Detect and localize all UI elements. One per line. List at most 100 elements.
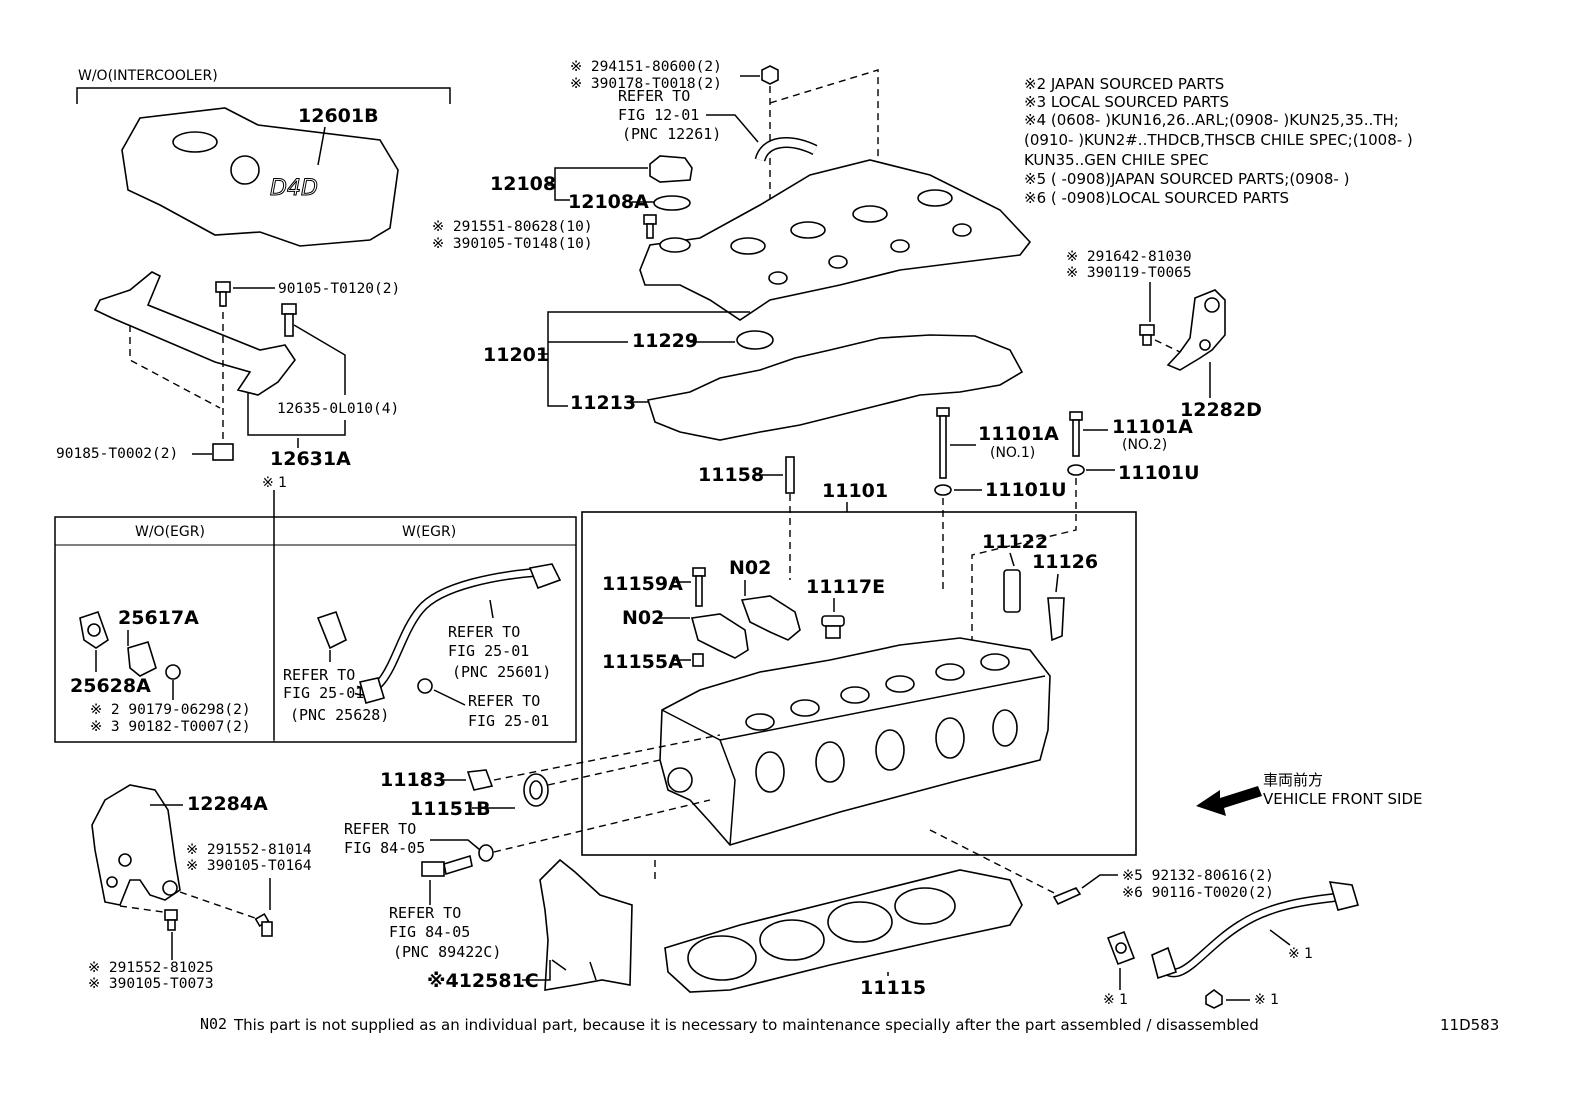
refer-fig12b[interactable]: FIG 12-01 <box>618 106 699 124</box>
label-12631A[interactable]: 12631A <box>270 448 351 470</box>
label-11117E[interactable]: 11117E <box>806 576 885 598</box>
bolt-11159A[interactable] <box>692 567 706 607</box>
label-11101A-2[interactable]: 11101A <box>1112 416 1193 438</box>
refer-fig84a2[interactable]: FIG 84-05 <box>344 839 425 857</box>
legend-note-3: (0910- )KUN2#..THDCB,THSCB CHILE SPEC;(1… <box>1024 131 1413 149</box>
bearing-cap-N02-b[interactable] <box>690 613 749 659</box>
label-12108A[interactable]: 12108A <box>568 191 649 213</box>
bolt-291552-81014[interactable] <box>254 912 273 937</box>
label-291552-81014[interactable]: ※ 291552-81014 <box>186 842 312 858</box>
bolt-90105-T0120[interactable] <box>215 281 231 307</box>
washer-sensor[interactable] <box>478 844 494 862</box>
label-390178[interactable]: ※ 390178-T0018(2) <box>570 76 722 92</box>
egr-refer1c: (PNC 25628) <box>290 706 389 724</box>
stud-11158[interactable] <box>785 456 795 494</box>
washer-11101U-2[interactable] <box>1067 464 1085 476</box>
refer-fig84b2[interactable]: FIG 84-05 <box>389 923 470 941</box>
diagram-id: 11D583 <box>1440 1016 1499 1034</box>
egr-wo-label: W/O(EGR) <box>135 524 205 540</box>
egr-refer2b[interactable]: FIG 25-01 <box>448 642 529 660</box>
label-11183[interactable]: 11183 <box>380 769 446 791</box>
label-11201[interactable]: 11201 <box>483 344 549 366</box>
gasket-12108A[interactable] <box>653 195 691 211</box>
cylinder-head-11101[interactable] <box>659 637 1051 846</box>
label-12635[interactable]: 12635-0L010(4) <box>277 401 399 417</box>
bolt-291551[interactable] <box>643 214 657 239</box>
label-291551[interactable]: ※ 291551-80628(10) <box>432 219 593 235</box>
label-12282D[interactable]: 12282D <box>1180 399 1262 421</box>
label-390105-T0164[interactable]: ※ 390105-T0164 <box>186 858 312 874</box>
oil-filler-cap-12108[interactable] <box>649 155 693 183</box>
label-12601B[interactable]: 12601B <box>298 105 379 127</box>
engine-cover-part[interactable]: D4D <box>121 107 399 247</box>
bolt-11101A-no2[interactable] <box>1069 411 1083 457</box>
label-N02-b[interactable]: N02 <box>622 607 664 629</box>
gasket-25628A[interactable] <box>79 610 109 649</box>
oil-seal-11229[interactable] <box>736 330 774 350</box>
nut-90179[interactable] <box>165 664 181 680</box>
vehicle-front-arrow-icon <box>1196 786 1262 816</box>
label-294151[interactable]: ※ 294151-80600(2) <box>570 59 722 75</box>
mark-1-a: ※ 1 <box>262 475 287 491</box>
label-11229[interactable]: 11229 <box>632 330 698 352</box>
cylinder-head-cover-11201[interactable] <box>639 159 1032 321</box>
bearing-cap-N02-a[interactable] <box>740 595 801 641</box>
pin-11155A[interactable] <box>692 653 704 667</box>
label-11213[interactable]: 11213 <box>570 392 636 414</box>
bolt-291642[interactable] <box>1139 324 1155 346</box>
bolt-291552-81025[interactable] <box>164 909 178 931</box>
label-291642[interactable]: ※ 291642-81030 <box>1066 249 1192 265</box>
label-90105-T0120[interactable]: 90105-T0120(2) <box>278 281 400 297</box>
egr-pipe-lower[interactable] <box>1106 881 1360 1009</box>
label-12284A[interactable]: 12284A <box>187 793 268 815</box>
oil-seal-11151B[interactable] <box>523 773 549 807</box>
bracket-12284A[interactable] <box>91 784 181 906</box>
label-11158[interactable]: 11158 <box>698 464 764 486</box>
egr-refer1b[interactable]: FIG 25-01 <box>283 684 364 702</box>
label-11101U-1[interactable]: 11101U <box>985 479 1067 501</box>
label-11115[interactable]: 11115 <box>860 977 926 999</box>
label-90182[interactable]: ※ 3 90182-T0007(2) <box>90 719 251 735</box>
label-25628A[interactable]: 25628A <box>70 675 151 697</box>
nut-294151[interactable] <box>761 65 779 85</box>
label-90179[interactable]: ※ 2 90179-06298(2) <box>90 702 251 718</box>
timing-cover-12581C[interactable] <box>539 858 633 991</box>
label-11155A[interactable]: 11155A <box>602 651 683 673</box>
bracket-12631A-part[interactable] <box>93 271 296 396</box>
plate-25617A[interactable] <box>127 641 157 677</box>
bracket-12282D[interactable] <box>1166 289 1226 371</box>
valve-guide-11122[interactable] <box>1003 569 1021 613</box>
label-90185[interactable]: 90185-T0002(2) <box>56 446 178 462</box>
label-11122[interactable]: 11122 <box>982 531 1048 553</box>
valve-stem-seal-11126[interactable] <box>1047 597 1065 642</box>
label-11101U-2[interactable]: 11101U <box>1118 462 1200 484</box>
label-11101A-1[interactable]: 11101A <box>978 423 1059 445</box>
nut-90185[interactable] <box>212 443 234 461</box>
label-25617A[interactable]: 25617A <box>118 607 199 629</box>
label-12108[interactable]: 12108 <box>490 173 556 195</box>
label-11151B[interactable]: 11151B <box>410 798 491 820</box>
label-11159A[interactable]: 11159A <box>602 573 683 595</box>
label-390105-T0148[interactable]: ※ 390105-T0148(10) <box>432 236 593 252</box>
label-92132[interactable]: ※5 92132-80616(2) <box>1122 868 1274 884</box>
plug-11117E[interactable] <box>821 615 845 639</box>
washer-11101U-1[interactable] <box>934 484 952 496</box>
label-390119[interactable]: ※ 390119-T0065 <box>1066 265 1192 281</box>
label-390105-T0073[interactable]: ※ 390105-T0073 <box>88 976 214 992</box>
head-gasket-11115[interactable] <box>664 869 1023 993</box>
egr-refer3b[interactable]: FIG 25-01 <box>468 712 549 730</box>
stud-12635[interactable] <box>281 303 297 337</box>
stud-92132[interactable] <box>1052 887 1082 906</box>
label-11101[interactable]: 11101 <box>822 480 888 502</box>
temp-sensor[interactable] <box>421 854 473 877</box>
label-N02-a[interactable]: N02 <box>729 557 771 579</box>
gasket-11213[interactable] <box>646 334 1024 441</box>
label-291552-81025[interactable]: ※ 291552-81025 <box>88 960 214 976</box>
label-11126[interactable]: 11126 <box>1032 551 1098 573</box>
pcv-hose[interactable] <box>754 137 818 162</box>
label-90116[interactable]: ※6 90116-T0020(2) <box>1122 885 1274 901</box>
bolt-11101A-no1[interactable] <box>936 407 950 479</box>
plug-11183[interactable] <box>466 769 494 791</box>
egr-pipe[interactable] <box>316 563 562 704</box>
label-12581C[interactable]: ※412581C <box>427 970 539 992</box>
